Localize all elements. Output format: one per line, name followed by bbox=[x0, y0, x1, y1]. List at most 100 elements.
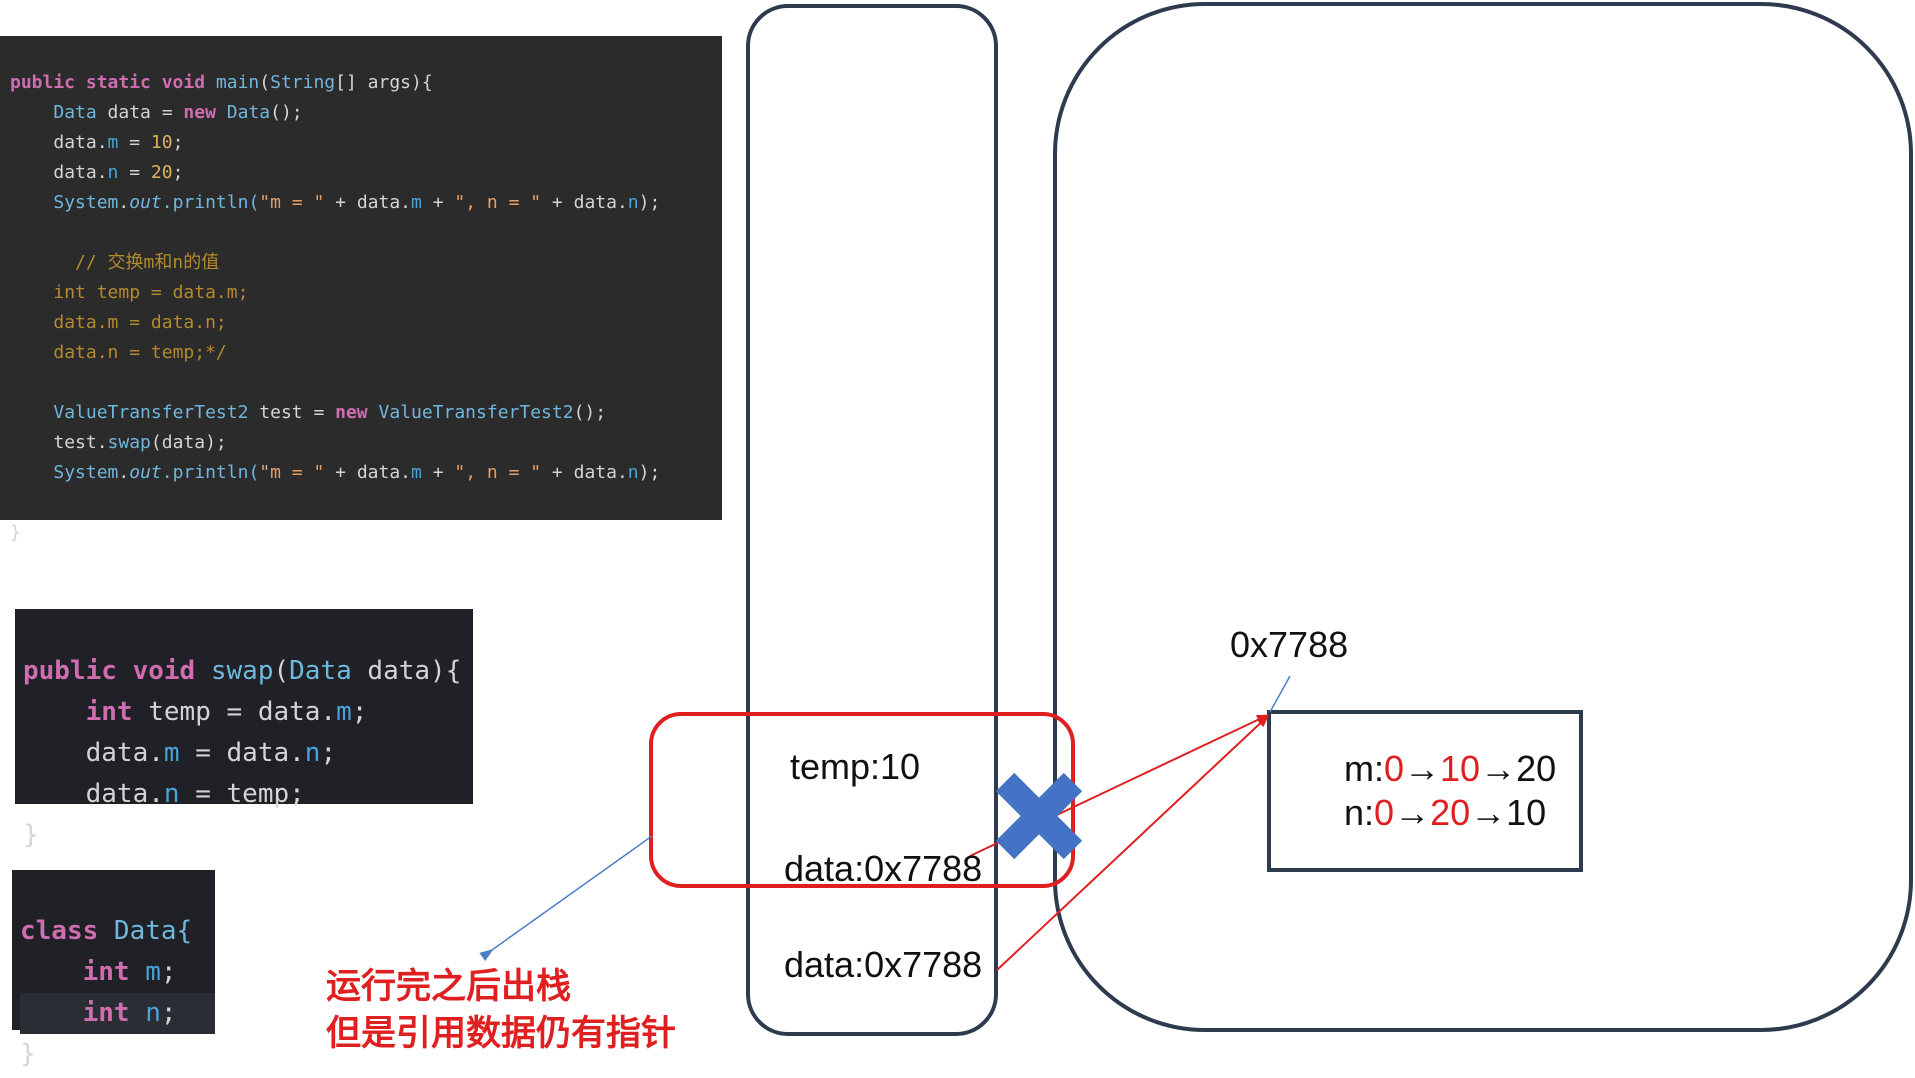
code-token: n bbox=[627, 462, 639, 483]
code-token: + data. bbox=[324, 462, 412, 483]
field-value: 0 bbox=[1384, 748, 1405, 789]
annotation-arrow bbox=[479, 835, 653, 962]
code-token: ; bbox=[351, 697, 368, 727]
code-token: new bbox=[335, 402, 379, 423]
code-token: Data{ bbox=[113, 916, 193, 946]
field-value: 20 bbox=[1516, 748, 1557, 789]
code-token: + bbox=[421, 462, 455, 483]
code-token: int bbox=[82, 957, 146, 987]
arrow-right-icon: → bbox=[1480, 748, 1517, 789]
code-token: (); bbox=[270, 102, 303, 123]
code-token: m bbox=[107, 132, 119, 153]
code-token: + data. bbox=[541, 192, 628, 213]
code-token: swap bbox=[107, 432, 151, 453]
data-object-box bbox=[1267, 710, 1583, 872]
arrow-right-icon: → bbox=[1470, 792, 1507, 833]
code-token: "m = " bbox=[259, 192, 325, 213]
field-value: 10 bbox=[1440, 748, 1481, 789]
code-token: } bbox=[10, 522, 21, 543]
code-token: n bbox=[163, 779, 180, 809]
code-token: + data. bbox=[541, 462, 628, 483]
code-token: .println( bbox=[161, 192, 260, 213]
code-token: ; bbox=[160, 957, 177, 987]
code-token: data. bbox=[53, 132, 108, 153]
code-token: ValueTransferTest2 bbox=[53, 402, 260, 423]
code-token: . bbox=[118, 462, 130, 483]
code-token: class bbox=[20, 916, 114, 946]
field-value: 20 bbox=[1430, 792, 1471, 833]
code-token: n bbox=[107, 162, 119, 183]
code-token: n bbox=[304, 738, 321, 768]
code-token: data. bbox=[85, 779, 164, 809]
field-value: 0 bbox=[1374, 792, 1395, 833]
field-m-row: m:0→10→20 bbox=[1344, 748, 1556, 790]
code-token: ( bbox=[259, 72, 271, 93]
field-name: n: bbox=[1344, 792, 1375, 833]
code-token: = temp; bbox=[179, 779, 305, 809]
code-token: System bbox=[53, 192, 119, 213]
code-token: "m = " bbox=[259, 462, 325, 483]
code-token: data = bbox=[107, 102, 184, 123]
code-token: + data. bbox=[324, 192, 412, 213]
code-token: (data); bbox=[150, 432, 227, 453]
code-token: m bbox=[411, 192, 422, 213]
code-token: m bbox=[163, 738, 180, 768]
code-token: swap bbox=[210, 656, 274, 686]
code-token: ValueTransferTest2 bbox=[378, 402, 574, 423]
field-name: m: bbox=[1344, 748, 1384, 789]
annotation-line-2: 但是引用数据仍有指针 bbox=[326, 1014, 677, 1054]
code-token: n bbox=[627, 192, 639, 213]
code-token: Data bbox=[289, 656, 368, 686]
code-token: = data. bbox=[179, 738, 305, 768]
code-token: 10 bbox=[150, 132, 173, 153]
code-token: data){ bbox=[367, 656, 462, 686]
code-token: } bbox=[23, 820, 39, 850]
code-token: (); bbox=[573, 402, 607, 423]
code-token: out bbox=[129, 192, 162, 213]
address-leader-line bbox=[1269, 675, 1291, 713]
stack-frame bbox=[746, 4, 998, 1036]
code-token: main bbox=[215, 72, 260, 93]
stack-main-data-label: data:0x7788 bbox=[784, 944, 983, 985]
code-comment: // 交换m和n的值 bbox=[75, 252, 220, 273]
swap-method-code: public void swap(Data data){ int temp = … bbox=[15, 609, 473, 850]
code-token: .println( bbox=[161, 462, 260, 483]
code-token: ", n = " bbox=[454, 462, 542, 483]
field-n-row: n:0→20→10 bbox=[1344, 792, 1546, 834]
code-token: . bbox=[118, 192, 130, 213]
code-token: public bbox=[23, 656, 133, 686]
code-comment: data.n = temp;*/ bbox=[53, 342, 227, 363]
code-comment: data.m = data.n; bbox=[53, 312, 227, 333]
code-token: data. bbox=[53, 162, 108, 183]
code-token: ( bbox=[273, 656, 290, 686]
code-token: n bbox=[145, 998, 161, 1028]
code-token: String bbox=[270, 72, 336, 93]
code-token: test. bbox=[53, 432, 108, 453]
code-token: Data bbox=[53, 102, 108, 123]
code-token: void bbox=[132, 656, 211, 686]
code-token: 20 bbox=[150, 162, 173, 183]
code-token: new bbox=[183, 102, 227, 123]
code-token: data. bbox=[85, 738, 164, 768]
stack-swap-data-label: data:0x7788 bbox=[784, 848, 983, 889]
code-token: ; bbox=[172, 162, 184, 183]
arrow-right-icon: → bbox=[1394, 792, 1431, 833]
code-token: [] args){ bbox=[335, 72, 433, 93]
code-token: m bbox=[336, 697, 352, 727]
code-token: ; bbox=[320, 738, 337, 768]
code-token: m bbox=[411, 462, 422, 483]
code-comment: int temp = data.m; bbox=[53, 282, 249, 303]
heap-address-label: 0x7788 bbox=[1230, 624, 1349, 665]
code-token: = bbox=[118, 162, 151, 183]
arrow-right-icon: → bbox=[1404, 748, 1441, 789]
code-token: = bbox=[118, 132, 151, 153]
code-token: System bbox=[53, 462, 119, 483]
code-token: ", n = " bbox=[454, 192, 542, 213]
code-token: ; bbox=[160, 998, 177, 1028]
code-token: int bbox=[85, 697, 149, 727]
code-token: out bbox=[129, 462, 162, 483]
stack-temp-label: temp:10 bbox=[790, 746, 921, 787]
code-token: temp = data. bbox=[148, 697, 337, 727]
main-method-code: public static void main(String[] args){ … bbox=[0, 36, 722, 543]
